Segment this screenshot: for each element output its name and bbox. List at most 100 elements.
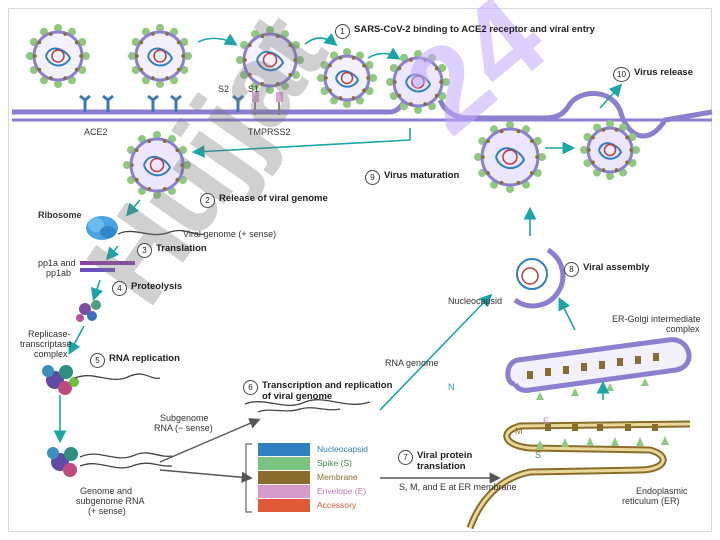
ribosome xyxy=(86,216,118,240)
ergic-label-2: complex xyxy=(666,324,700,334)
er-membrane-protein xyxy=(625,424,631,431)
arrow-ergic-to-assembly xyxy=(558,297,576,331)
replicase-label-3: complex xyxy=(34,349,68,359)
spike-protein xyxy=(343,100,351,108)
legend-item: Spike (S) xyxy=(258,457,370,470)
arrow-entry-2 xyxy=(304,33,338,46)
spike-protein xyxy=(442,78,450,86)
arrow-entry-3 xyxy=(367,47,401,60)
step-6-text-line1: Transcription and replication xyxy=(262,380,393,391)
arrow-replicase xyxy=(68,325,85,355)
sme-label: S, M, and E at ER membrane xyxy=(399,482,517,492)
viral-envelope xyxy=(32,30,84,82)
legend-item: Accessory xyxy=(258,499,370,512)
replicase-complex xyxy=(42,365,79,395)
step-1-label: 1 SARS-CoV-2 binding to ACE2 receptor an… xyxy=(335,24,595,39)
spike-protein xyxy=(474,153,482,161)
membrane-protein xyxy=(176,67,181,72)
genome-sub-label-2: subgenome RNA xyxy=(76,496,145,506)
arrow-to-translation xyxy=(159,469,253,483)
arrow-to-nucleocapsid xyxy=(379,293,493,411)
pp1a-bar xyxy=(80,261,135,265)
membrane-protein xyxy=(139,40,144,45)
step-4-number: 4 xyxy=(112,281,127,296)
spike-protein xyxy=(632,146,640,154)
arrow-to-transcription xyxy=(159,418,261,463)
membrane-protein xyxy=(393,80,397,84)
step-2-label: 2 Release of viral genome xyxy=(200,193,328,208)
membrane-protein xyxy=(516,180,521,185)
membrane-stud xyxy=(545,368,551,376)
membrane-protein xyxy=(481,155,485,159)
membrane-protein xyxy=(165,76,169,80)
ergic-proteins xyxy=(527,353,659,400)
rna-core xyxy=(51,49,65,63)
pp1ab-bar xyxy=(80,268,115,272)
ergic-membrane xyxy=(505,337,692,393)
virus-particle xyxy=(386,50,450,114)
arrow-proteolysis xyxy=(90,279,104,302)
step-8-label: 8 Viral assembly xyxy=(564,262,649,277)
virus-particle xyxy=(236,26,304,94)
subgenome-label-2: RNA (− sense) xyxy=(154,423,213,433)
viral-envelope xyxy=(129,137,185,193)
ace2-receptors xyxy=(79,94,244,112)
membrane-protein xyxy=(587,148,591,152)
virus-particle xyxy=(317,48,377,108)
membrane-protein xyxy=(37,40,42,45)
pp1a-label: pp1a and xyxy=(38,258,76,268)
membrane-protein xyxy=(409,102,413,106)
e-label: E xyxy=(543,416,550,426)
er-spike xyxy=(636,437,644,446)
spike-protein xyxy=(54,24,62,32)
step-5-label: 5 RNA replication xyxy=(90,353,180,368)
s-label: S xyxy=(535,450,542,460)
n-label: N xyxy=(448,382,455,392)
legend-label: Envelope (E) xyxy=(314,486,370,496)
membrane-protein xyxy=(135,54,139,58)
membrane-stud xyxy=(599,361,605,369)
arrow-translation xyxy=(105,245,120,261)
spike-protein xyxy=(369,74,377,82)
spike-protein xyxy=(506,185,514,193)
membrane-protein xyxy=(397,66,402,71)
spike-protein xyxy=(183,161,191,169)
membrane-protein xyxy=(260,81,265,86)
membrane-protein xyxy=(530,139,534,143)
arrow-release xyxy=(599,83,623,109)
nucleocapsid-coil xyxy=(598,142,623,160)
membrane-stud xyxy=(617,358,623,366)
membrane-protein xyxy=(74,40,79,45)
step-7-text-line1: Viral protein xyxy=(417,450,473,461)
membrane-protein xyxy=(74,67,79,72)
subgenome-strand xyxy=(244,399,371,407)
step-3-text: Translation xyxy=(156,243,207,254)
er-membrane xyxy=(466,420,691,530)
step-3-label: 3 Translation xyxy=(137,243,207,258)
step-4-label: 4 Proteolysis xyxy=(112,281,182,296)
virus-particle xyxy=(580,120,640,180)
membrane-protein xyxy=(79,54,83,58)
membrane-protein xyxy=(328,88,332,93)
s2-label: S2 xyxy=(218,84,230,94)
rna-strand-replication xyxy=(74,373,161,381)
spike-stud xyxy=(606,383,614,391)
tmprss2-protease xyxy=(252,92,283,115)
viral-envelope xyxy=(392,56,444,108)
spike-protein xyxy=(236,56,244,64)
tmprss2-label: TMPRSS2 xyxy=(248,127,291,137)
er-membrane-protein xyxy=(545,424,551,431)
membrane-protein xyxy=(535,155,539,159)
spike-protein xyxy=(580,146,588,154)
membrane-protein xyxy=(139,67,144,72)
ace2-label: ACE2 xyxy=(84,127,108,137)
membrane-protein xyxy=(243,58,247,62)
nucleocapsid-coil xyxy=(45,47,72,67)
nucleocapsid-label: Nucleocapsid xyxy=(448,296,503,306)
er-spike xyxy=(611,437,619,446)
viral-envelope xyxy=(134,30,186,82)
s1-label: S1 xyxy=(248,84,260,94)
